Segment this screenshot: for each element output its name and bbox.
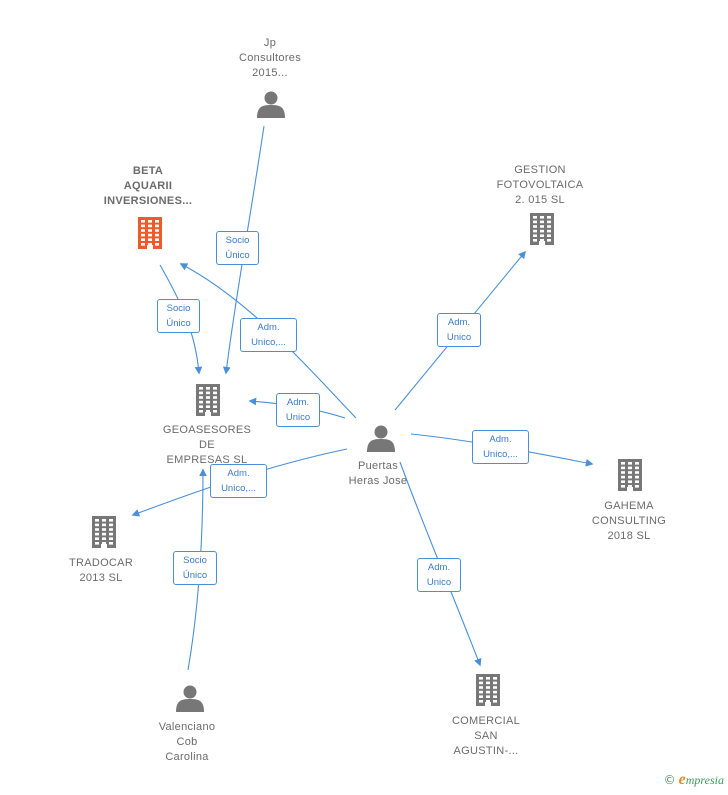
icons-layer	[92, 91, 642, 713]
brand-initial: e	[678, 771, 686, 788]
edge-label-puertas-geoasesores[interactable]: Adm. Unico	[276, 393, 320, 427]
edge-label-valenciano-geoasesores[interactable]: Socio Único	[173, 551, 217, 585]
node-label-valenciano[interactable]: Valenciano Cob Carolina	[158, 721, 216, 763]
person-icon-valenciano[interactable]	[176, 685, 204, 713]
copyright-symbol: ©	[663, 773, 676, 787]
building-icon-beta[interactable]	[138, 217, 162, 249]
building-icon-geoasesores[interactable]	[196, 384, 220, 416]
edge-label-jp-geoasesores[interactable]: Socio Único	[216, 231, 259, 265]
edge-label-beta-geoasesores[interactable]: Socio Único	[157, 299, 200, 333]
node-label-gahema[interactable]: GAHEMA CONSULTING 2018 SL	[591, 500, 667, 542]
node-label-gestion[interactable]: GESTION FOTOVOLTAICA 2. 015 SL	[496, 164, 584, 206]
building-icon-tradocar[interactable]	[92, 516, 116, 548]
edge-label-puertas-gahema[interactable]: Adm. Unico,...	[472, 430, 529, 464]
edge-label-puertas-gestion[interactable]: Adm. Unico	[437, 313, 481, 347]
building-icon-comercial[interactable]	[476, 674, 500, 706]
node-label-jp[interactable]: Jp Consultores 2015...	[239, 37, 301, 79]
node-label-puertas[interactable]: Puertas Heras Jose	[348, 460, 408, 487]
building-icon-gahema[interactable]	[618, 459, 642, 491]
node-label-comercial[interactable]: COMERCIAL SAN AGUSTIN-...	[451, 715, 521, 757]
person-icon-puertas[interactable]	[367, 425, 395, 453]
node-label-tradocar[interactable]: TRADOCAR 2013 SL	[68, 557, 134, 584]
edge-label-puertas-tradocar[interactable]: Adm. Unico,...	[210, 464, 267, 498]
building-icon-gestion[interactable]	[530, 213, 554, 245]
node-label-beta[interactable]: BETA AQUARII INVERSIONES...	[103, 165, 193, 207]
brand-name: mpresia	[685, 773, 724, 787]
person-icon-jp[interactable]	[257, 91, 285, 119]
edge-label-puertas-beta[interactable]: Adm. Unico,...	[240, 318, 297, 352]
node-label-geoasesores[interactable]: GEOASESORES DE EMPRESAS SL	[162, 424, 252, 466]
edge-label-puertas-comercial[interactable]: Adm. Unico	[417, 558, 461, 592]
empresia-brand: © empresia	[664, 771, 724, 789]
